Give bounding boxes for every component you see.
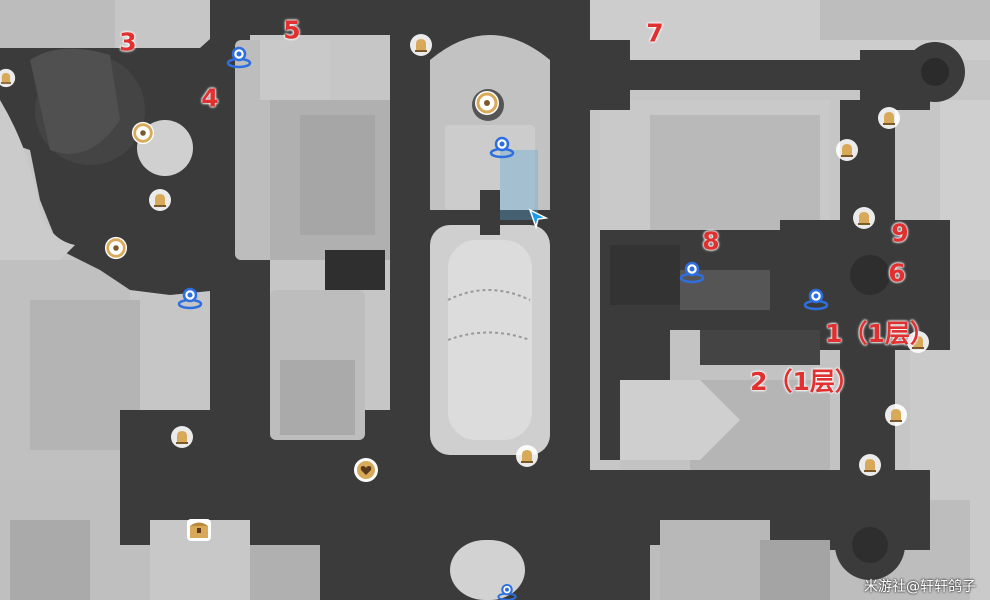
- chest-icon[interactable]: [185, 517, 213, 543]
- teleport-icon[interactable]: [176, 284, 204, 312]
- teleport-icon[interactable]: [678, 258, 706, 286]
- heart-npc-icon[interactable]: [353, 457, 379, 483]
- teleport-icon[interactable]: [225, 43, 253, 71]
- teleport-icon[interactable]: [488, 133, 516, 161]
- npc-ring-icon[interactable]: [474, 90, 500, 116]
- bell-icon[interactable]: [835, 138, 859, 162]
- bell-icon[interactable]: [148, 188, 172, 212]
- player-arrow-icon: [528, 208, 549, 230]
- bell-icon[interactable]: [858, 453, 882, 477]
- bell-icon[interactable]: [170, 425, 194, 449]
- teleport-icon[interactable]: [495, 581, 519, 600]
- bell-icon[interactable]: [884, 403, 908, 427]
- teleport-icon[interactable]: [802, 285, 830, 313]
- watermark: 米游社@轩轩鸽子: [864, 579, 976, 595]
- bell-icon[interactable]: [852, 206, 876, 230]
- bell-icon[interactable]: [906, 330, 930, 354]
- bell-icon[interactable]: [877, 106, 901, 130]
- npc-ring-icon[interactable]: [131, 121, 155, 145]
- bell-icon[interactable]: [0, 68, 16, 88]
- npc-ring-icon[interactable]: [104, 236, 128, 260]
- bell-icon[interactable]: [515, 444, 539, 468]
- bell-icon[interactable]: [409, 33, 433, 57]
